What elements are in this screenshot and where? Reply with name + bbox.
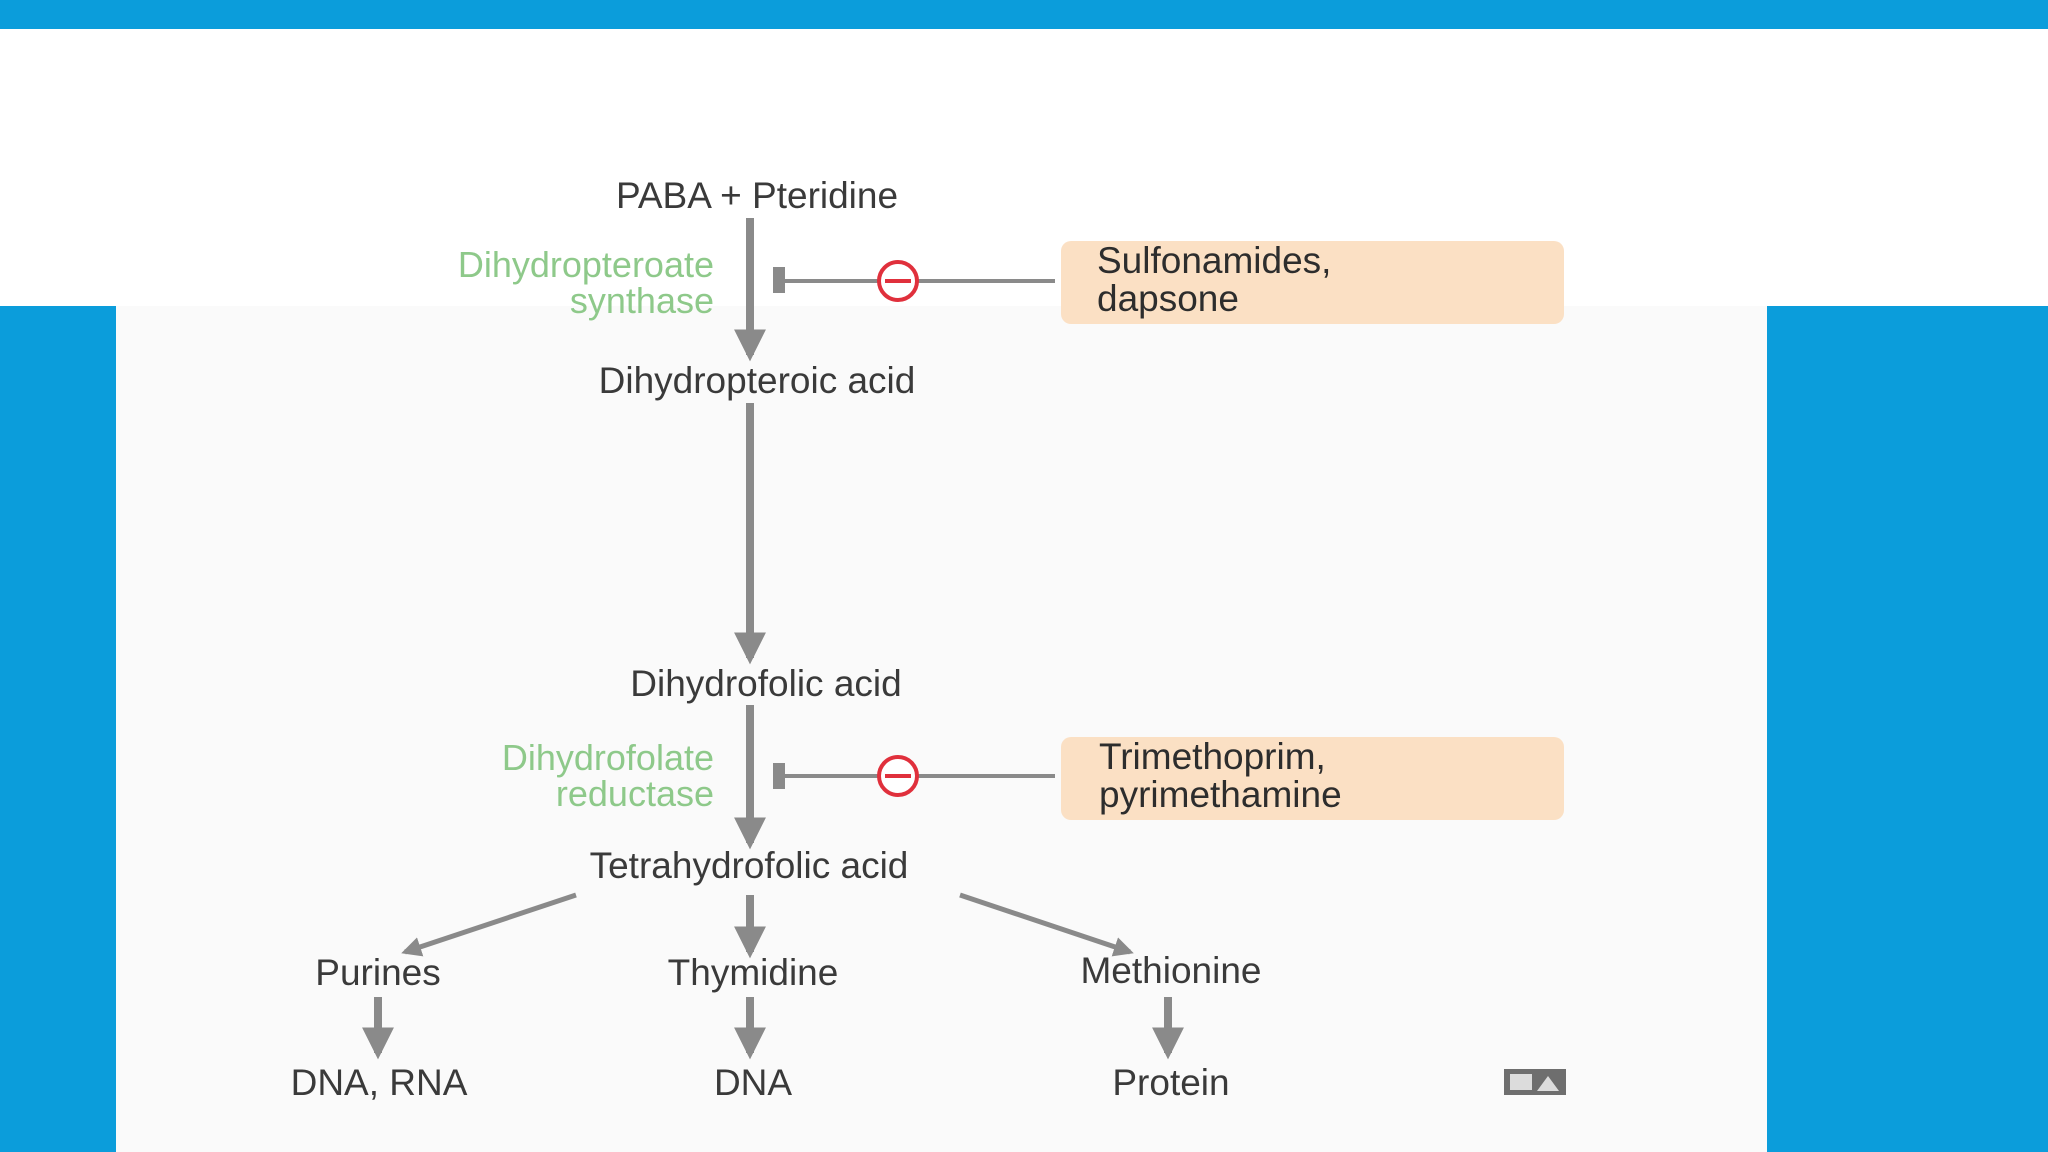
- drug-box-sulfonamides: [1061, 241, 1564, 324]
- node-tetrahydrofolic-acid: Tetrahydrofolic acid: [590, 845, 909, 886]
- top-accent-bar: [0, 0, 2048, 29]
- enzyme-dihydrofolate-line1: Dihydrofolate: [502, 737, 714, 778]
- node-dna: DNA: [714, 1062, 792, 1103]
- arrow-to-purines: [401, 892, 577, 957]
- drug-box-trimethoprim: [1061, 737, 1564, 820]
- node-dihydropteroic-acid: Dihydropteroic acid: [599, 360, 916, 401]
- pathway-arrows: [362, 218, 1184, 1060]
- drug-sulfonamides-line2: dapsone: [1097, 278, 1239, 319]
- figure-background: [116, 306, 1767, 1152]
- node-protein: Protein: [1112, 1062, 1229, 1103]
- branch-arrows: [401, 892, 1134, 957]
- left-accent-panel: [0, 306, 116, 1152]
- node-purines: Purines: [315, 952, 440, 993]
- arrow-to-methionine: [959, 892, 1134, 957]
- node-dihydrofolic-acid: Dihydrofolic acid: [630, 663, 901, 704]
- enzyme-dihydrofolate-line2: reductase: [556, 773, 714, 814]
- drug-sulfonamides-line1: Sulfonamides,: [1097, 240, 1331, 281]
- node-methionine: Methionine: [1080, 950, 1261, 991]
- drug-trimethoprim-line2: pyrimethamine: [1099, 774, 1342, 815]
- right-accent-panel: [1767, 306, 2048, 1152]
- inhibition-sulfonamides: [773, 260, 1055, 302]
- enzyme-dihydropteroate-line1: Dihydropteroate: [458, 244, 714, 285]
- image-icon: [1504, 1069, 1566, 1095]
- node-dna-rna: DNA, RNA: [291, 1062, 468, 1103]
- drug-trimethoprim-line1: Trimethoprim,: [1099, 736, 1326, 777]
- inhibition-trimethoprim: [773, 755, 1055, 797]
- node-thymidine: Thymidine: [668, 952, 839, 993]
- enzyme-dihydropteroate-line2: synthase: [570, 280, 714, 321]
- block-bar-icon: [773, 763, 785, 789]
- node-paba-pteridine: PABA + Pteridine: [616, 175, 898, 216]
- block-bar-icon: [773, 267, 785, 293]
